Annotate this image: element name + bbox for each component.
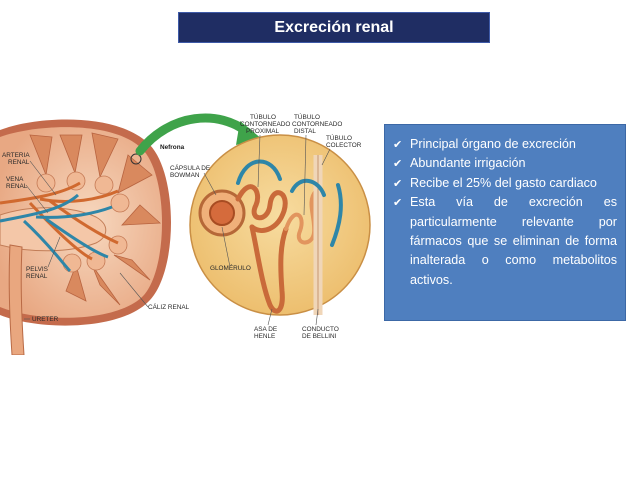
label-tubulo-prox-3: PROXIMAL: [246, 128, 279, 135]
page-title: Excreción renal: [274, 18, 394, 36]
label-tubulo-col-2: COLECTOR: [326, 142, 362, 149]
label-capsula-2: BOWMAN: [170, 172, 200, 179]
label-asa-2: HENLE: [254, 333, 275, 340]
bullet-list: Principal órgano de excreción Abundante …: [393, 135, 617, 290]
label-asa-1: ASA DE: [254, 326, 277, 333]
label-nefrona: Nefrona: [160, 144, 185, 151]
label-tubulo-prox-1: TÚBULO: [250, 112, 276, 121]
label-pelvis-2: RENAL: [26, 273, 48, 280]
label-tubulo-col-1: TÚBULO: [326, 133, 352, 142]
label-tubulo-dist-2: CONTORNEADO: [292, 121, 342, 128]
bullet-item: Recibe el 25% del gasto cardiaco: [393, 174, 617, 194]
leader-lines: [24, 134, 331, 326]
renal-artery: [0, 181, 119, 261]
label-vena-2: RENAL: [6, 183, 28, 190]
renal-calyces: [36, 171, 130, 273]
info-panel: Principal órgano de excreción Abundante …: [384, 124, 626, 321]
bullet-item: Esta vía de excreción es particularmente…: [393, 193, 617, 290]
zoom-arrow: [135, 113, 253, 156]
nephron-illustration: [189, 134, 371, 316]
ureter-tube: [8, 244, 25, 355]
label-arteria-1: ARTERIA: [2, 152, 30, 159]
label-glomerulo: GLOMÉRULO: [210, 263, 251, 272]
label-arteria-2: RENAL: [8, 159, 30, 166]
nephron-locator: [130, 153, 142, 165]
label-conducto-2: DE BELLINI: [302, 333, 337, 340]
glomerulus: [209, 200, 235, 226]
label-tubulo-dist-1: TÚBULO: [294, 112, 320, 121]
renal-vein: [0, 193, 113, 273]
label-tubulo-prox-2: CONTORNEADO: [240, 121, 290, 128]
label-conducto-1: CONDUCTO: [302, 326, 339, 333]
title-banner: Excreción renal: [178, 12, 490, 43]
distal-tubule: [284, 189, 318, 245]
label-ureter: URETER: [32, 316, 59, 323]
bullet-item: Abundante irrigación: [393, 154, 617, 174]
label-pelvis-1: PELVIS: [26, 266, 48, 273]
label-capsula-1: CÁPSULA DE: [170, 163, 210, 172]
label-tubulo-dist-3: DISTAL: [294, 128, 316, 135]
diagram-canvas: ARTERIA RENAL VENA RENAL PELVIS RENAL UR…: [0, 112, 371, 355]
label-vena-1: VENA: [6, 176, 24, 183]
kidney-nephron-diagram: ARTERIA RENAL VENA RENAL PELVIS RENAL UR…: [0, 95, 380, 355]
bullet-item: Principal órgano de excreción: [393, 135, 617, 155]
diagram-labels: ARTERIA RENAL VENA RENAL PELVIS RENAL UR…: [2, 112, 362, 340]
proximal-tubule: [235, 184, 288, 233]
renal-pyramids: [29, 132, 161, 306]
label-caliz: CÁLIZ RENAL: [148, 302, 190, 311]
loop-of-henle: [249, 224, 289, 314]
nephron-circle: [189, 134, 371, 316]
